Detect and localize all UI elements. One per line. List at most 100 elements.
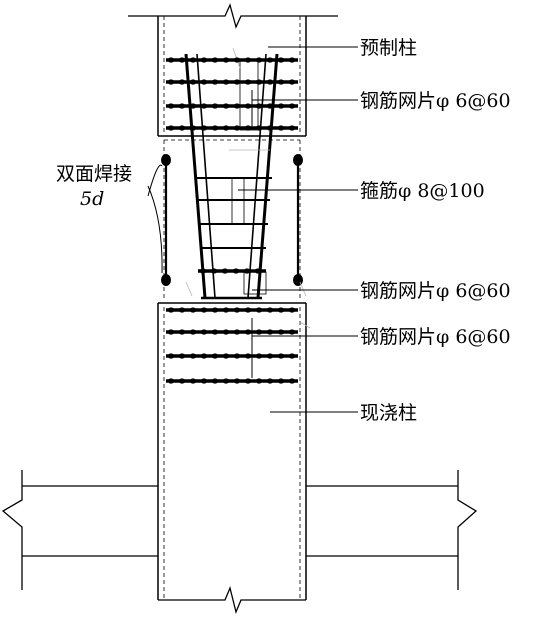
mesh-cross-bar — [222, 329, 230, 335]
mesh-cross-bar — [211, 125, 219, 131]
mesh-cross-bar — [189, 307, 197, 313]
mesh-cross-bar — [233, 79, 241, 85]
mesh-cross-bar — [178, 353, 186, 359]
mesh-cross-bar — [277, 57, 285, 63]
mesh-cross-bar — [222, 378, 230, 384]
mesh-cross-bar — [211, 79, 219, 85]
mesh-cross-bar — [255, 125, 263, 131]
mesh-cross-bar — [167, 307, 175, 313]
reinforcement-cage — [184, 53, 279, 300]
mesh-cross-bar — [255, 353, 263, 359]
leader-lines — [147, 46, 358, 413]
mesh-cross-bar — [189, 329, 197, 335]
label-weld-length: 5d — [80, 188, 104, 210]
mesh-cross-bar — [233, 353, 241, 359]
mesh-cross-bar — [244, 329, 252, 335]
mesh-cross-bar — [178, 79, 186, 85]
mesh-cross-bar — [211, 329, 219, 335]
mesh-cross-bar — [288, 57, 296, 63]
mesh-cross-bar — [277, 79, 285, 85]
mesh-cross-bar — [288, 307, 296, 313]
mesh-cross-bar — [167, 103, 175, 109]
mesh-cross-bar — [244, 57, 252, 63]
mesh-cross-bar — [255, 103, 263, 109]
mesh-cross-bar — [266, 329, 274, 335]
mesh-cross-bar — [211, 353, 219, 359]
mesh-cross-bar — [222, 103, 230, 109]
rebar-meshes — [166, 57, 298, 384]
mesh-cross-bar — [232, 268, 240, 274]
mesh-cross-bar — [277, 378, 285, 384]
mesh-cross-bar — [244, 79, 252, 85]
slab-left — [1, 470, 158, 590]
mesh-cross-bar — [211, 57, 219, 63]
mesh-cross-bar — [200, 329, 208, 335]
mesh-cross-bar — [200, 79, 208, 85]
mesh-cross-bar — [211, 307, 219, 313]
mesh-cross-bar — [266, 353, 274, 359]
mesh-cross-bar — [277, 329, 285, 335]
mesh-cross-bar — [266, 307, 274, 313]
mesh-cross-bar — [255, 57, 263, 63]
top-break-line — [128, 3, 338, 29]
mesh-cross-bar — [167, 353, 175, 359]
mesh-cross-bar — [211, 103, 219, 109]
mesh-cross-bar — [167, 57, 175, 63]
mesh-cross-bar — [233, 57, 241, 63]
mesh-cross-bar — [189, 57, 197, 63]
joint-zone-outline — [157, 139, 307, 600]
mesh-cross-bar — [266, 79, 274, 85]
mesh-cross-bar — [222, 57, 230, 63]
mesh-cross-bar — [200, 307, 208, 313]
mesh-cross-bar — [244, 103, 252, 109]
mesh-cross-bar — [266, 57, 274, 63]
label-mesh-mid: 钢筋网片φ 6@60 — [360, 280, 511, 302]
mesh-cross-bar — [178, 329, 186, 335]
mesh-cross-bar — [255, 307, 263, 313]
mesh-cross-bar — [167, 378, 175, 384]
label-precast-column: 预制柱 — [360, 37, 417, 59]
mesh-cross-bar — [189, 103, 197, 109]
mesh-cross-bar — [222, 307, 230, 313]
mesh-cross-bar — [277, 353, 285, 359]
mesh-cross-bar — [210, 268, 218, 274]
mesh-cross-bar — [255, 79, 263, 85]
mesh-cross-bar — [288, 378, 296, 384]
mesh-cross-bar — [288, 103, 296, 109]
mesh-cross-bar — [233, 103, 241, 109]
bottom-break-line — [158, 585, 306, 615]
mesh-cross-bar — [167, 79, 175, 85]
mesh-cross-bar — [200, 378, 208, 384]
mesh-cross-bar — [200, 353, 208, 359]
mesh-cross-bar — [233, 378, 241, 384]
precast-column — [157, 16, 307, 137]
mesh-cross-bar — [244, 378, 252, 384]
mesh-cross-bar — [178, 307, 186, 313]
mesh-cross-bar — [221, 268, 229, 274]
mesh-cross-bar — [222, 125, 230, 131]
slab-right — [306, 470, 478, 590]
mesh-cross-bar — [288, 353, 296, 359]
mesh-cross-bar — [288, 125, 296, 131]
mesh-cross-bar — [233, 329, 241, 335]
mesh-cross-bar — [167, 125, 175, 131]
label-mesh-upper: 钢筋网片φ 6@60 — [360, 90, 511, 112]
mesh-cross-bar — [254, 268, 262, 274]
mesh-cross-bar — [167, 329, 175, 335]
mesh-cross-bar — [189, 125, 197, 131]
label-mesh-lower: 钢筋网片φ 6@60 — [360, 326, 511, 348]
mesh-cross-bar — [277, 103, 285, 109]
label-cast-column: 现浇柱 — [360, 402, 417, 424]
mesh-cross-bar — [178, 57, 186, 63]
mesh-cross-bar — [255, 329, 263, 335]
mesh-cross-bar — [266, 125, 274, 131]
mesh-cross-bar — [288, 329, 296, 335]
label-stirrup: 箍筋φ 8@100 — [360, 180, 485, 202]
mesh-cross-bar — [233, 125, 241, 131]
label-weld: 双面焊接 — [56, 163, 132, 185]
weld-rebars — [164, 160, 300, 280]
mesh-cross-bar — [200, 125, 208, 131]
mesh-cross-bar — [189, 79, 197, 85]
mesh-cross-bar — [244, 125, 252, 131]
